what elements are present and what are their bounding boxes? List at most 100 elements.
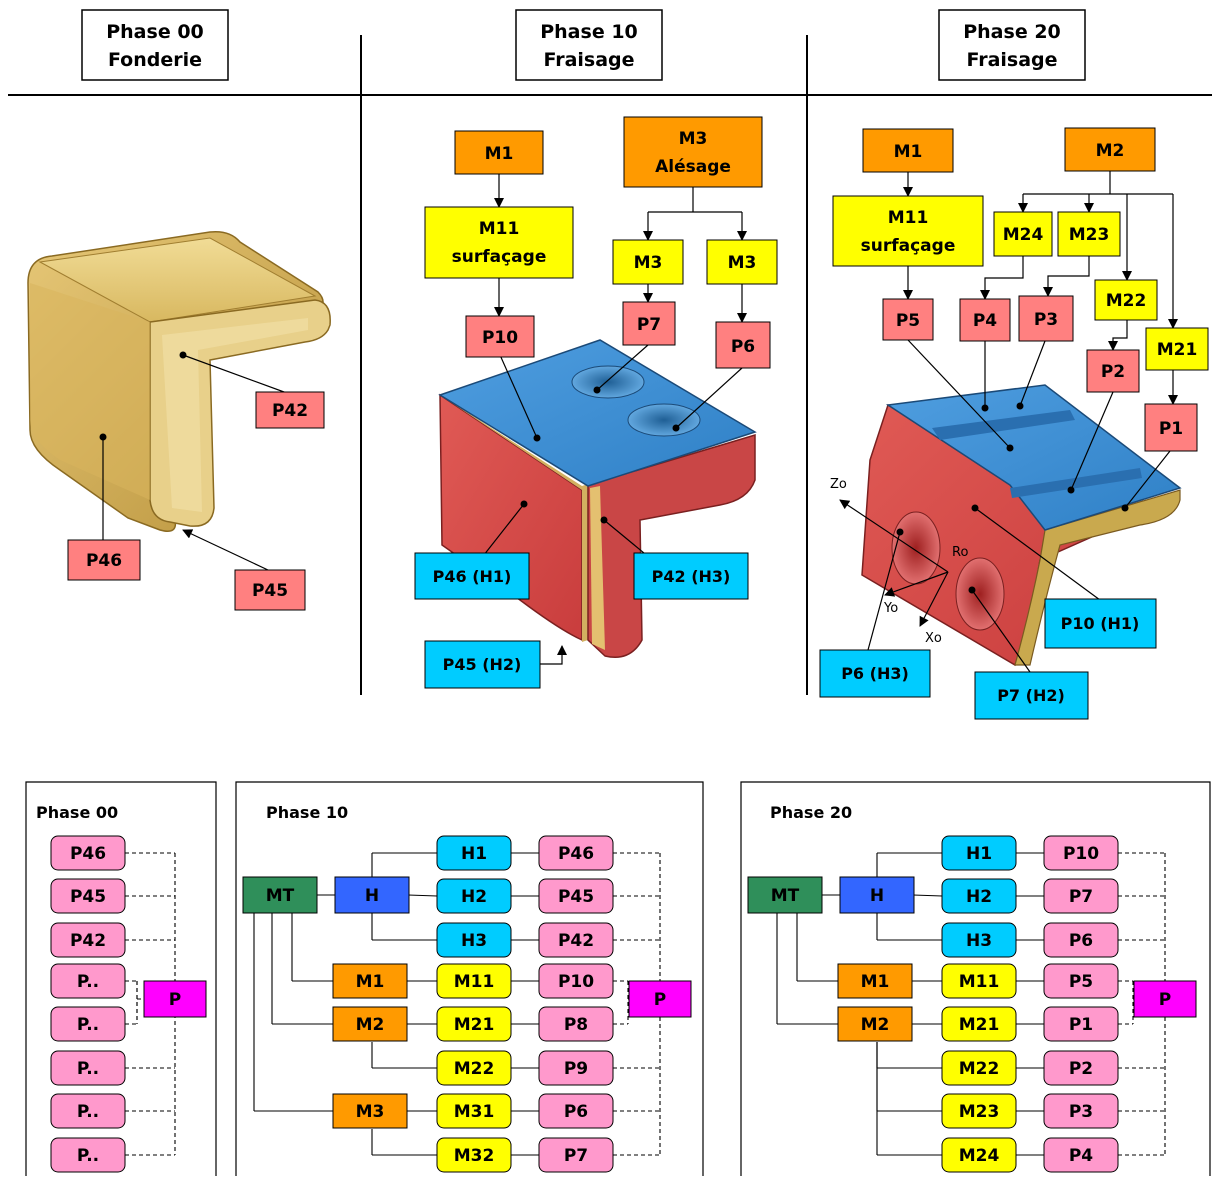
- phase20-row-6: P3: [1043, 1093, 1119, 1129]
- bottom-phase10-title: Phase 10: [266, 803, 348, 822]
- svg-text:P6: P6: [731, 337, 755, 357]
- phase10-h2-node: H2: [436, 878, 512, 914]
- p00-item-0: P46: [50, 835, 126, 871]
- phase00-header-line2: Fonderie: [108, 49, 202, 71]
- phase20-h3-node-text: H3: [966, 931, 992, 951]
- axis-x-label: Xo: [925, 631, 942, 646]
- phase20-row-4: P1: [1043, 1006, 1119, 1042]
- p00-item-6: P..: [50, 1093, 126, 1129]
- phase20-h-node-text: H: [870, 886, 884, 906]
- p00-item-5: P..: [50, 1050, 126, 1086]
- svg-text:P2: P2: [1101, 362, 1125, 382]
- phase20-header-line1: Phase 20: [963, 21, 1061, 43]
- phase20-m23-box: M23: [1057, 211, 1121, 257]
- svg-text:P1: P1: [1159, 419, 1183, 439]
- phase10-h-node: H: [334, 876, 410, 914]
- phase10-h1-node-text: H1: [461, 844, 487, 864]
- svg-text:P46: P46: [86, 551, 122, 571]
- phase10-sub-0-text: M11: [454, 972, 495, 992]
- phase20-m22-box: M22: [1094, 279, 1158, 321]
- phase10-m1-node: M1: [332, 963, 408, 999]
- phase10-row-5: P9: [538, 1050, 614, 1086]
- svg-text:M11: M11: [888, 208, 929, 228]
- svg-text:M3: M3: [728, 253, 757, 273]
- phase20-m1-node: M1: [837, 963, 913, 999]
- svg-text:M1: M1: [894, 142, 923, 162]
- svg-text:M22: M22: [1106, 291, 1147, 311]
- bottom-phase00-title: Phase 00: [36, 803, 118, 822]
- phase10-row-5-text: P9: [564, 1059, 588, 1079]
- phase10-p-node: P: [628, 980, 692, 1018]
- axis-z-label: Zo: [830, 477, 847, 492]
- phase20-m2-node-text: M2: [861, 1015, 890, 1035]
- phase10-header-line1: Phase 10: [540, 21, 638, 43]
- phase20-h1-label: P10 (H1): [1044, 598, 1157, 649]
- phase20-sub-4-text: M24: [959, 1146, 1000, 1166]
- phase10-m3-node-text: M3: [356, 1102, 385, 1122]
- phase10-h2-node-text: H2: [461, 887, 487, 907]
- p00-item-2-text: P42: [70, 931, 106, 951]
- phase20-row-3: P5: [1043, 963, 1119, 999]
- phase10-sub-3: M31: [436, 1093, 512, 1129]
- phase10-p-node-text: P: [654, 990, 666, 1010]
- phase20-row-5: P2: [1043, 1050, 1119, 1086]
- phase20-sub-4: M24: [941, 1137, 1017, 1173]
- svg-text:Alésage: Alésage: [655, 157, 731, 177]
- phase10-h1-node: H1: [436, 835, 512, 871]
- phase20-h3-label: P6 (H3): [819, 649, 931, 698]
- phase20-h2-label: P7 (H2): [974, 671, 1089, 720]
- phase10-m3-alesage-box: M3 Alésage: [623, 116, 763, 188]
- svg-text:M24: M24: [1003, 225, 1044, 245]
- phase20-p-node: P: [1133, 980, 1197, 1018]
- phase20-p1-box: P1: [1144, 403, 1198, 452]
- phase20-h2-node: H2: [941, 878, 1017, 914]
- phase20-row-7: P4: [1043, 1137, 1119, 1173]
- phase10-m2-node-text: M2: [356, 1015, 385, 1035]
- phase20-mt-node: MT: [747, 876, 823, 914]
- phase00-casting-part: [27, 230, 331, 532]
- p00-p-node: P: [143, 980, 207, 1018]
- svg-text:P7 (H2): P7 (H2): [997, 686, 1065, 705]
- phase10-row-7-text: P7: [564, 1146, 588, 1166]
- phase10-m3-node: M3: [332, 1093, 408, 1129]
- phase20-row-3-text: P5: [1069, 972, 1093, 992]
- phase20-m11-box: M11 surfaçage: [832, 195, 984, 267]
- phase20-row-5-text: P2: [1069, 1059, 1093, 1079]
- svg-text:P42 (H3): P42 (H3): [652, 567, 731, 586]
- phase10-p7-box: P7: [622, 301, 676, 346]
- svg-text:surfaçage: surfaçage: [452, 247, 547, 267]
- label-p45-casting: P45: [234, 569, 306, 611]
- p00-item-7-text: P..: [77, 1146, 99, 1166]
- svg-text:P42: P42: [272, 401, 308, 421]
- phase20-m2-box: M2: [1064, 127, 1156, 172]
- phase20-row-2: P6: [1043, 922, 1119, 958]
- phase20-m1-box: M1: [862, 128, 954, 173]
- phase20-sub-1-text: M21: [959, 1015, 1000, 1035]
- svg-text:P4: P4: [973, 311, 997, 331]
- p00-item-3: P..: [50, 963, 126, 999]
- svg-text:P10: P10: [482, 328, 518, 348]
- phase10-sub-3-text: M31: [454, 1102, 495, 1122]
- phase10-row-7: P7: [538, 1137, 614, 1173]
- phase10-h2-label: P45 (H2): [424, 640, 541, 689]
- phase10-h3-node: H3: [436, 922, 512, 958]
- p00-item-3-text: P..: [77, 972, 99, 992]
- phase20-h3-node: H3: [941, 922, 1017, 958]
- phase10-row-0: P46: [538, 835, 614, 871]
- phase20-h1-node: H1: [941, 835, 1017, 871]
- bottom-phase20-title: Phase 20: [770, 803, 852, 822]
- phase10-p6-box: P6: [715, 321, 771, 369]
- p00-item-4-text: P..: [77, 1015, 99, 1035]
- phase10-row-2: P42: [538, 922, 614, 958]
- p00-item-6-text: P..: [77, 1102, 99, 1122]
- phase10-row-0-text: P46: [558, 844, 594, 864]
- phase10-m3a-box: M3: [612, 239, 684, 285]
- phase20-sub-1: M21: [941, 1006, 1017, 1042]
- phase10-row-1-text: P45: [558, 887, 594, 907]
- phase10-header-line2: Fraisage: [543, 49, 634, 71]
- axis-y-label: Yo: [883, 601, 898, 616]
- phase20-h-node: H: [839, 876, 915, 914]
